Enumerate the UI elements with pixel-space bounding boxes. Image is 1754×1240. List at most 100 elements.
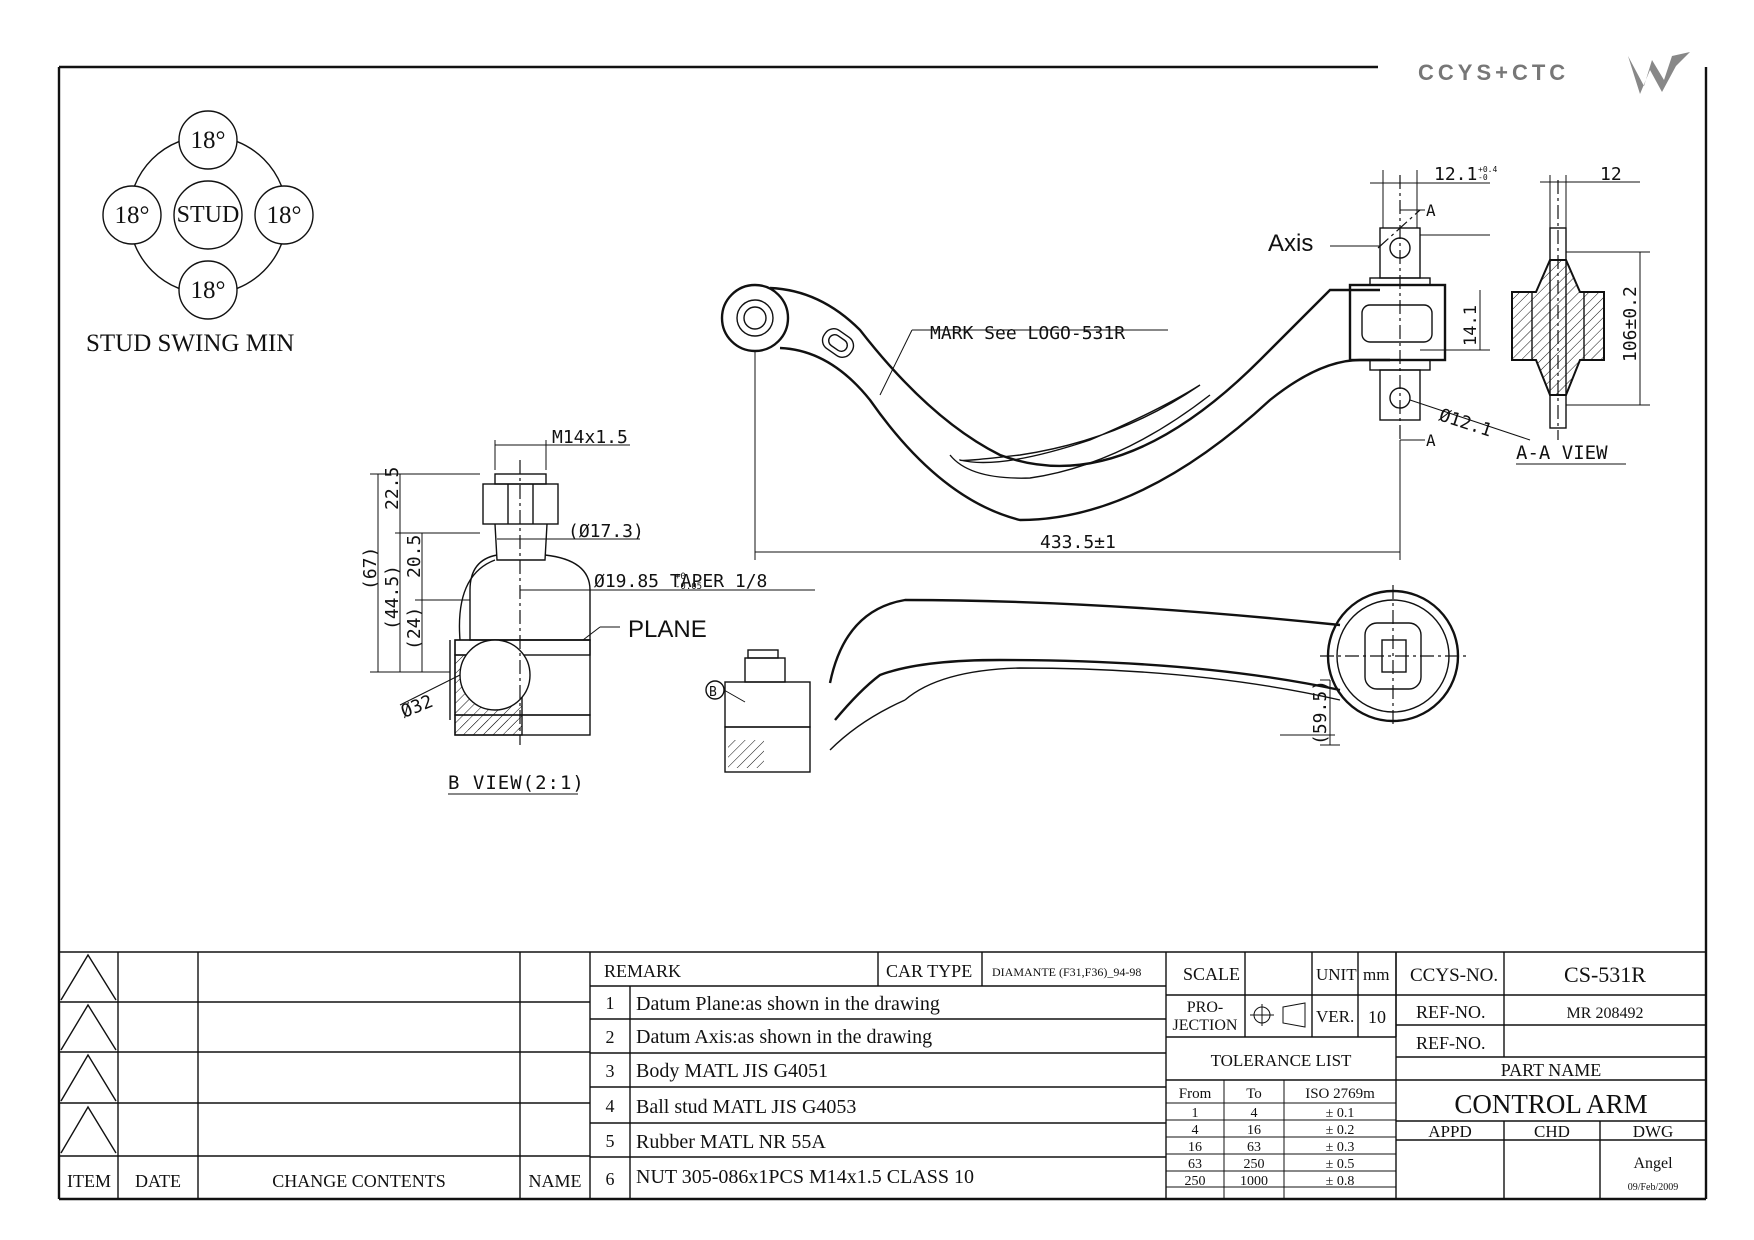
dim-m14: M14x1.5 bbox=[552, 427, 628, 448]
tol-row-4-to: 250 bbox=[1244, 1157, 1265, 1172]
tol-row-5-from: 250 bbox=[1185, 1174, 1206, 1189]
rev-header-change: CHANGE CONTENTS bbox=[272, 1171, 446, 1191]
appd-label: APPD bbox=[1428, 1122, 1471, 1141]
car-type-label: CAR TYPE bbox=[886, 961, 972, 981]
rev-header-item: ITEM bbox=[67, 1171, 111, 1191]
drawn-by: Angel bbox=[1633, 1155, 1673, 1172]
tol-row-2-value: ± 0.2 bbox=[1326, 1123, 1355, 1138]
section-a-bottom: A bbox=[1426, 431, 1436, 450]
rev-header-name: NAME bbox=[529, 1171, 582, 1191]
dim-taper-tol-lower: -0.05 bbox=[675, 582, 702, 592]
tol-header-iso: ISO 2769m bbox=[1305, 1086, 1375, 1102]
dim-12-1-tol-upper: +0.4 bbox=[1478, 165, 1497, 174]
part-name-label: PART NAME bbox=[1501, 1060, 1601, 1080]
part-name: CONTROL ARM bbox=[1454, 1089, 1647, 1119]
section-a-top: A bbox=[1426, 201, 1436, 220]
remark-no-3: 3 bbox=[606, 1061, 615, 1081]
rev-header-date: DATE bbox=[135, 1171, 181, 1191]
drawing-date: 09/Feb/2009 bbox=[1628, 1182, 1679, 1193]
tol-header-from: From bbox=[1179, 1086, 1212, 1102]
label-axis: Axis bbox=[1268, 230, 1313, 257]
dim-20-5: 20.5 bbox=[404, 535, 425, 578]
dwg-label: DWG bbox=[1633, 1122, 1674, 1141]
dim-phi12-1: Ø12.1 bbox=[1436, 405, 1494, 442]
b-view-title: B VIEW(2:1) bbox=[448, 772, 585, 794]
projection-symbol-icon bbox=[1250, 1002, 1306, 1028]
tol-row-5-to: 1000 bbox=[1240, 1174, 1268, 1189]
remark-text-5: Rubber MATL NR 55A bbox=[636, 1131, 826, 1153]
spec-block: SCALE UNIT mm PRO- JECTION VER. 10 TOLER… bbox=[1173, 964, 1390, 1189]
chd-label: CHD bbox=[1534, 1122, 1570, 1141]
tol-row-3-to: 63 bbox=[1247, 1140, 1261, 1155]
swing-angle-top: 18° bbox=[191, 127, 226, 154]
stud-swing-diagram: 18° 18° 18° 18° STUD STUD SWING MIN bbox=[86, 110, 314, 357]
ver-value: 10 bbox=[1368, 1007, 1386, 1027]
tol-row-3-value: ± 0.3 bbox=[1326, 1140, 1355, 1155]
tol-row-2-to: 16 bbox=[1247, 1123, 1261, 1138]
mark-logo: MARK See LOGO-531R bbox=[930, 323, 1125, 344]
tol-row-1-value: ± 0.1 bbox=[1326, 1106, 1355, 1121]
remark-no-1: 1 bbox=[606, 993, 615, 1013]
a-a-view-title: A-A VIEW bbox=[1516, 442, 1608, 464]
remark-text-2: Datum Axis:as shown in the drawing bbox=[636, 1026, 932, 1048]
swing-angle-right: 18° bbox=[267, 202, 302, 229]
ref1-label: REF-NO. bbox=[1416, 1002, 1486, 1022]
section-a-a-view: 12 106±0.2 A-A VIEW bbox=[1511, 164, 1650, 465]
tol-row-2-from: 4 bbox=[1192, 1123, 1199, 1138]
label-plane: PLANE bbox=[628, 616, 707, 643]
remark-text-1: Datum Plane:as shown in the drawing bbox=[636, 993, 940, 1015]
ccys-label: CCYS-NO. bbox=[1410, 965, 1498, 986]
title-block: CCYS-NO. CS-531R REF-NO. MR 208492 REF-N… bbox=[1410, 962, 1678, 1193]
tolerance-title: TOLERANCE LIST bbox=[1211, 1051, 1352, 1070]
remark-header: REMARK bbox=[604, 961, 681, 981]
unit-label: UNIT bbox=[1316, 965, 1357, 984]
dim-59-5: (59.5) bbox=[1310, 680, 1331, 745]
projection-label-1: PRO- bbox=[1187, 999, 1223, 1016]
swing-angle-bottom: 18° bbox=[191, 277, 226, 304]
dim-12-1: 12.1 bbox=[1434, 164, 1477, 185]
drawing-frame bbox=[57, 65, 1708, 1201]
dim-14-1: 14.1 bbox=[1461, 305, 1481, 346]
dim-phi32: Ø32 bbox=[398, 691, 436, 723]
scale-label: SCALE bbox=[1183, 964, 1240, 984]
title-block-grid bbox=[59, 951, 1706, 1199]
dim-12: 12 bbox=[1600, 164, 1622, 185]
brand-logo: CCYS+CTC bbox=[1418, 52, 1690, 94]
dim-24: (24) bbox=[404, 607, 425, 650]
remark-text-6: NUT 305-086x1PCS M14x1.5 CLASS 10 bbox=[636, 1166, 974, 1188]
dim-phi17: (Ø17.3) bbox=[568, 521, 644, 542]
dim-433: 433.5±1 bbox=[1040, 532, 1116, 553]
revision-table: ITEM DATE CHANGE CONTENTS NAME bbox=[67, 1171, 582, 1191]
ver-label: VER. bbox=[1316, 1007, 1354, 1026]
tol-row-1-from: 1 bbox=[1192, 1106, 1199, 1121]
projection-label-2: JECTION bbox=[1173, 1017, 1238, 1034]
b-view-ball-joint: M14x1.5 22.5 (67) (44.5) 20.5 (24) (Ø17.… bbox=[360, 427, 815, 795]
remark-table: REMARK CAR TYPE DIAMANTE (F31,F36)_94-98… bbox=[604, 961, 1141, 1189]
tol-row-3-from: 16 bbox=[1188, 1140, 1202, 1155]
dim-22-5: 22.5 bbox=[382, 467, 403, 510]
dim-67: (67) bbox=[360, 547, 381, 590]
remark-no-5: 5 bbox=[606, 1131, 615, 1151]
remark-no-2: 2 bbox=[606, 1027, 615, 1047]
dim-taper: Ø19.85 TAPER 1/8 bbox=[594, 571, 767, 592]
car-type-value: DIAMANTE (F31,F36)_94-98 bbox=[992, 965, 1141, 979]
remark-text-3: Body MATL JIS G4051 bbox=[636, 1060, 828, 1082]
swing-angle-left: 18° bbox=[115, 202, 150, 229]
tol-row-4-value: ± 0.5 bbox=[1326, 1157, 1355, 1172]
dim-taper-tol-upper: +0 bbox=[675, 572, 686, 582]
ccys-value: CS-531R bbox=[1564, 962, 1646, 987]
remark-text-4: Ball stud MATL JIS G4053 bbox=[636, 1096, 856, 1118]
dim-44-5: (44.5) bbox=[382, 565, 403, 630]
ref2-label: REF-NO. bbox=[1416, 1033, 1486, 1053]
unit-value: mm bbox=[1363, 965, 1389, 984]
dim-12-1-tol-lower: -0 bbox=[1478, 173, 1488, 182]
control-arm-top-view: 433.5±1 MARK See LOGO-531R Axis 12.1 +0.… bbox=[720, 164, 1531, 560]
stud-swing-caption: STUD SWING MIN bbox=[86, 330, 294, 357]
tol-row-1-to: 4 bbox=[1251, 1106, 1258, 1121]
b-view-marker: B bbox=[709, 685, 717, 700]
tol-header-to: To bbox=[1246, 1086, 1262, 1102]
dim-106: 106±0.2 bbox=[1620, 286, 1641, 362]
tol-row-5-value: ± 0.8 bbox=[1326, 1174, 1355, 1189]
ref1-value: MR 208492 bbox=[1567, 1005, 1644, 1022]
